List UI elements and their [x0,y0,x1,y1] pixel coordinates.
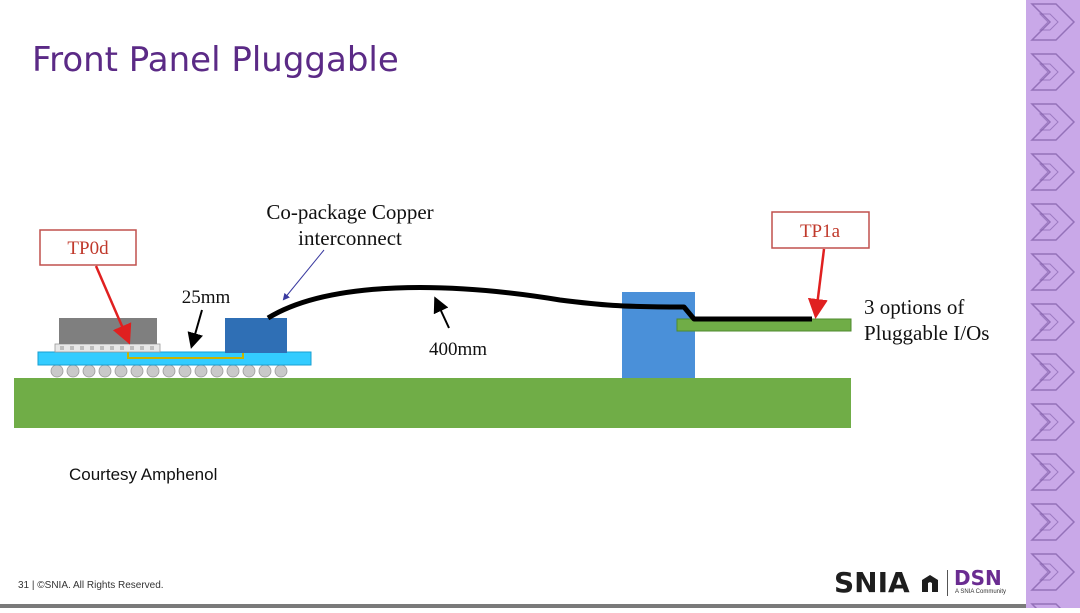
courtesy-text: Courtesy Amphenol [69,465,218,484]
tp1a-arrow [807,248,828,319]
copper-interconnect-label-line1: Co-package Copper [266,200,433,224]
logo-separator [947,570,948,596]
tp1a-label: TP1a [800,221,841,242]
main-board [14,378,851,428]
tp0d-label: TP0d [67,238,109,259]
pluggable-diagram: TP0d TP1a Co-package Copper interconnect… [14,200,989,428]
dsn-logo-text: DSN [954,566,1002,590]
bga-balls [50,364,288,378]
snia-logo-text: SNIA [834,566,910,599]
dist-400mm-label: 400mm [429,339,487,360]
chip-die [59,318,157,344]
tp1a-callout-box [771,211,870,249]
copackage-connector [225,318,287,353]
slide-title: Front Panel Pluggable [32,40,399,80]
dsn-logo-subtitle: A SNIA Community [955,589,1007,595]
snia-logo-icon [922,575,938,592]
options-label-line1: 3 options of [864,295,964,319]
decorative-side-band [1026,0,1080,608]
dist-400mm-arrow [433,296,450,329]
copper-cable [266,285,812,322]
tp0d-callout-box [39,229,137,266]
options-label-line2: Pluggable I/Os [864,321,989,345]
tp0d-arrow [94,265,132,345]
footer-copyright: 31 | ©SNIA. All Rights Reserved. [18,580,164,591]
chevron-pattern-icon [1026,0,1080,608]
bottom-rule [0,604,1026,608]
copper-interconnect-arrow [282,249,325,301]
copper-interconnect-label-line2: interconnect [298,226,402,250]
dist-25mm-label: 25mm [182,287,231,308]
substrate-trace [127,350,244,359]
dist-25mm-arrow [187,309,203,349]
